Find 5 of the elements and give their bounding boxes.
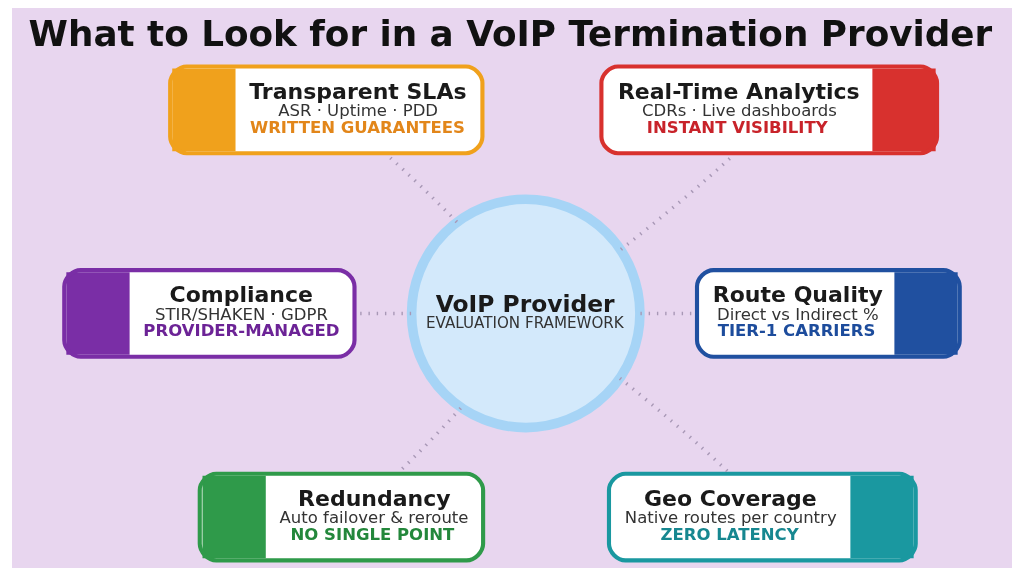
node-circle: VoIP Provider EVALUATION FRAMEWORK xyxy=(406,194,645,433)
connector xyxy=(618,377,730,473)
connector xyxy=(357,311,412,316)
diagram-title: What to Look for in a VoIP Termination Provider xyxy=(28,13,993,55)
connector xyxy=(398,407,462,473)
